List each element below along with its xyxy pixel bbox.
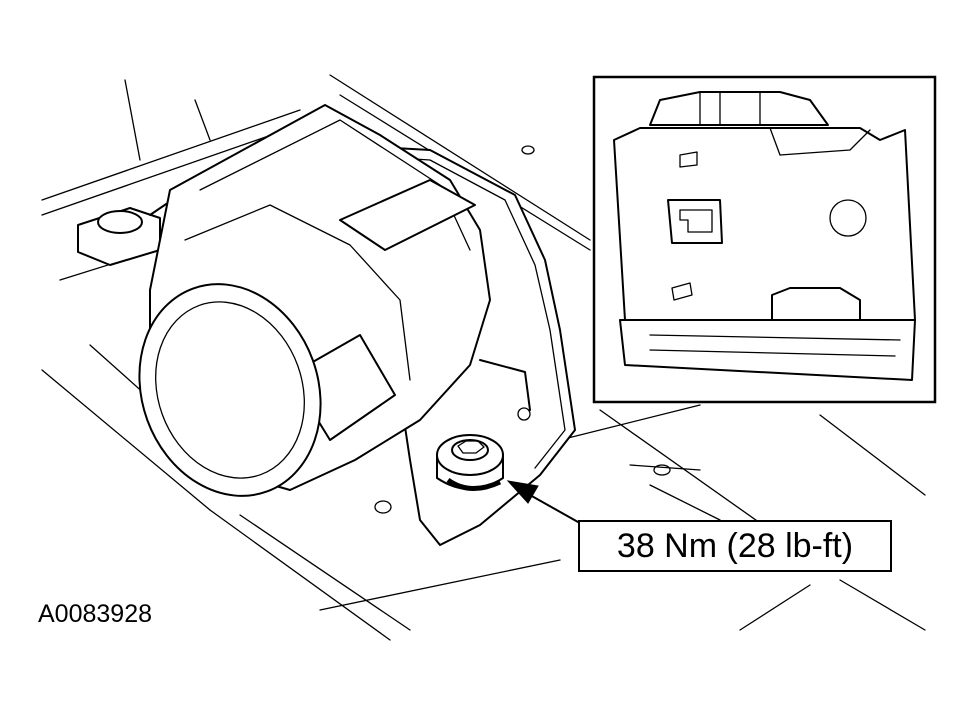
figure-id: A0083928 (38, 600, 153, 628)
torque-label: 38 Nm (28 lb-ft) (616, 527, 854, 565)
retractor-body (138, 104, 491, 497)
retractor-bolt (436, 434, 504, 491)
torque-callout-box: 38 Nm (28 lb-ft) (578, 520, 892, 572)
detail-inset (592, 75, 937, 404)
torque-callout-arrow (506, 480, 579, 523)
